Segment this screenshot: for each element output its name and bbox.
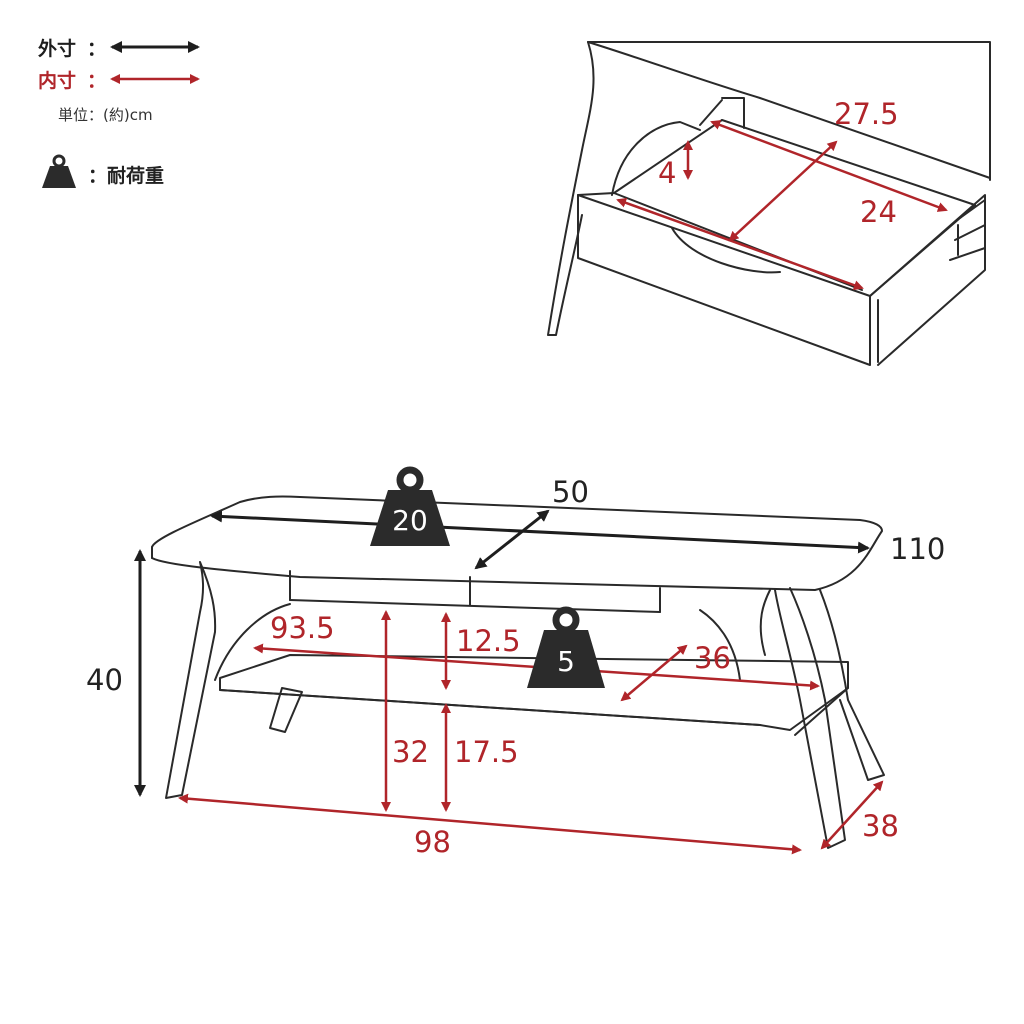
legend-load-label: ：耐荷重 [88,164,164,187]
drawer-height-label: 4 [658,156,676,190]
shelf-height-label: 17.5 [454,735,519,769]
top-width-label: 110 [890,532,945,566]
shelf-load-value: 5 [557,645,575,678]
drawer-clearance-label: 12.5 [456,624,521,658]
bottom-width-label: 98 [414,825,451,859]
legend-outer-colon: ： [87,38,106,60]
shelf-depth-label: 36 [694,641,731,675]
legend-inner-label: 内寸 [38,69,76,92]
shelf-load-weight-icon: 5 [527,606,605,688]
drawer-illustration: 27.5 4 24 [547,41,991,366]
drawer-depth-label: 24 [860,195,897,229]
top-depth-arrow [474,509,550,570]
bottom-depth-arrow [820,780,884,850]
height-label: 40 [86,663,123,697]
legend: 外寸 ： 内寸 ： 単位：(約)cm ：耐荷重 [38,37,200,188]
drawer-diagonal-arrow [728,140,838,242]
bottom-width-arrow [178,793,802,855]
drawer-width-arrow [710,120,948,212]
weight-icon [42,154,76,188]
legend-outer-label: 外寸 [38,37,76,60]
table-illustration: 20 5 50 110 40 93.5 12.5 36 32 17.5 98 3… [86,466,945,859]
legend-unit: 単位：(約)cm [58,106,153,124]
top-load-value: 20 [392,504,428,537]
drawer-width-label: 27.5 [834,97,899,131]
top-inner-height-label: 32 [392,735,429,769]
top-depth-label: 50 [552,475,589,509]
bottom-depth-label: 38 [862,809,899,843]
shelf-depth-arrow [620,644,688,702]
legend-inner-colon: ： [87,70,106,92]
shelf-inner-width-label: 93.5 [270,611,335,645]
top-width-arrow [210,510,870,554]
top-load-weight-icon: 20 [370,466,450,546]
drawer-depth-arrow [616,198,864,290]
